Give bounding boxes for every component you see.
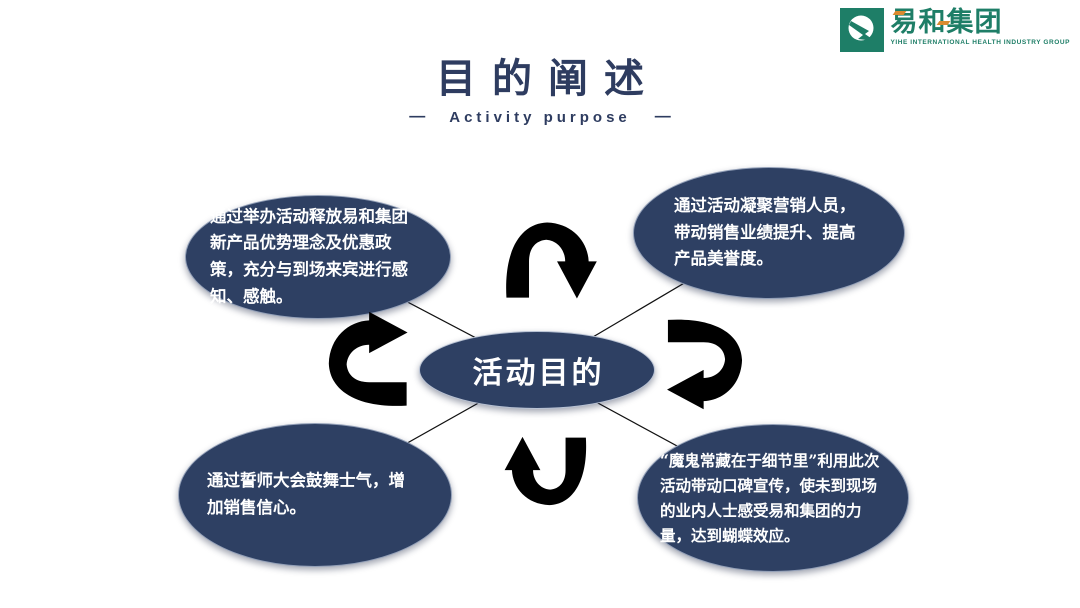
- curved-arrow-up-icon: [503, 432, 594, 518]
- curved-arrow-left-icon: [661, 311, 757, 411]
- purpose-bubble-text: 通过誓师大会鼓舞士气，增加销售信心。: [207, 472, 405, 517]
- purpose-bubble-text: 通过活动凝聚营销人员，带动销售业绩提升、提高产品美誉度。: [674, 196, 856, 269]
- page-title: 目的阐述: [436, 57, 660, 101]
- hub-ellipse-activity-purpose: 活动目的: [419, 331, 655, 409]
- subtitle-right-dash: —: [654, 108, 671, 125]
- logo-text: 易和集团 YIHE INTERNATIONAL HEALTH INDUSTRY …: [890, 8, 1070, 47]
- purpose-bubble-bottom-left: 通过誓师大会鼓舞士气，增加销售信心。: [178, 423, 452, 567]
- purpose-bubble-text: 通过举办活动释放易和集团新产品优势理念及优惠政策，充分与到场来宾进行感知、感触。: [210, 207, 408, 306]
- purpose-bubble-top-right: 通过活动凝聚营销人员，带动销售业绩提升、提高产品美誉度。: [633, 167, 905, 299]
- purpose-bubble-top-left: 通过举办活动释放易和集团新产品优势理念及优惠政策，充分与到场来宾进行感知、感触。: [185, 195, 451, 319]
- logo-tagline: YIHE INTERNATIONAL HEALTH INDUSTRY GROUP: [890, 39, 1070, 47]
- subtitle-text: Activity purpose: [449, 108, 631, 126]
- curved-arrow-down-icon: [497, 209, 599, 303]
- subtitle-left-dash: —: [409, 108, 426, 125]
- curved-arrow-right-icon: [312, 310, 415, 415]
- purpose-bubble-bottom-right: “魔鬼常藏在于细节里”利用此次活动带动口碑宣传，使未到现场的业内人士感受易和集团…: [637, 424, 909, 572]
- company-logo: 易和集团 YIHE INTERNATIONAL HEALTH INDUSTRY …: [839, 8, 1070, 52]
- logo-mark-icon: [839, 8, 884, 52]
- page-subtitle: — Activity purpose —: [0, 108, 1080, 126]
- purpose-bubble-text: “魔鬼常藏在于细节里”利用此次活动带动口碑宣传，使未到现场的业内人士感受易和集团…: [660, 450, 880, 546]
- hub-label: 活动目的: [472, 356, 605, 391]
